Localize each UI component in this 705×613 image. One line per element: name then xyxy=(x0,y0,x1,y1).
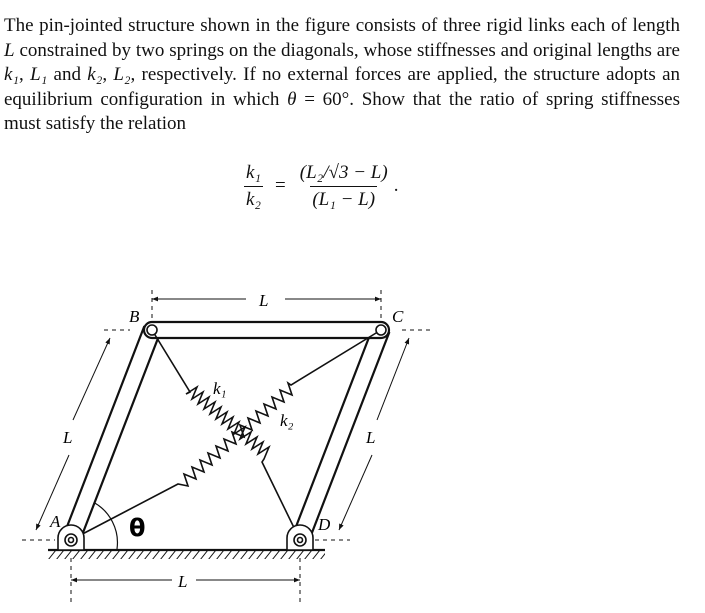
angle-arc xyxy=(92,501,119,550)
spring-k1 xyxy=(151,329,301,541)
dimension-arrows xyxy=(35,296,410,583)
label-left-length: L xyxy=(62,428,72,447)
problem-statement: The pin-jointed structure shown in the f… xyxy=(4,14,680,137)
label-angle-theta: θ xyxy=(129,514,146,542)
math-L: L xyxy=(4,39,15,61)
label-top-length: L xyxy=(258,291,268,310)
text-segment: , xyxy=(102,64,114,86)
problem-paragraph: The pin-jointed structure shown in the f… xyxy=(4,14,680,137)
text-segment: , xyxy=(19,64,31,86)
label-C: C xyxy=(392,307,404,326)
text-segment: constrained by two springs on the diagon… xyxy=(14,39,680,61)
label-spring-k2: k₂ xyxy=(280,411,294,430)
pin-B xyxy=(146,324,158,336)
label-A: A xyxy=(49,512,61,531)
pin-jointed-structure-figure: B C A D L L L L k₁ k₂ θ xyxy=(22,290,432,606)
stiffness-ratio-equation: k₁ k₂ = (L₂/√3 − L) (L₁ − L) . xyxy=(240,155,398,217)
lhs-denominator: k₂ xyxy=(244,185,264,211)
lhs-fraction: k₁ k₂ xyxy=(244,161,264,211)
label-bottom-length: L xyxy=(177,572,187,591)
equation-period: . xyxy=(393,175,399,196)
math-L1: L₁ xyxy=(30,64,48,86)
pin-C xyxy=(375,324,387,336)
text-segment: = 60°. Show that the ratio of spring sti… xyxy=(4,88,680,135)
support-A xyxy=(57,524,85,551)
support-D xyxy=(286,524,314,551)
text-segment: and xyxy=(47,64,88,86)
label-right-length: L xyxy=(365,428,375,447)
math-k2: k₂ xyxy=(87,64,103,86)
label-spring-k1: k₁ xyxy=(213,379,226,398)
rhs-denominator: (L₁ − L) xyxy=(310,185,378,211)
rhs-numerator: (L₂/√3 − L) xyxy=(299,161,388,183)
label-B: B xyxy=(129,307,140,326)
spring-k2 xyxy=(70,329,382,541)
label-D: D xyxy=(317,515,331,534)
math-k1: k₁ xyxy=(4,64,20,86)
equals-sign: = xyxy=(275,175,286,196)
rhs-fraction: (L₂/√3 − L) (L₁ − L) xyxy=(298,162,390,211)
ground xyxy=(48,548,325,559)
extension-lines xyxy=(22,290,432,606)
link-AB xyxy=(61,325,162,545)
link-BC xyxy=(142,320,391,340)
text-segment: The pin-jointed structure shown in the f… xyxy=(4,15,680,36)
text-segment: , respectively. If no external forces ar… xyxy=(4,64,681,110)
lhs-numerator: k₁ xyxy=(246,161,262,183)
math-theta: θ xyxy=(287,88,297,110)
math-L2: L₂ xyxy=(113,64,131,86)
